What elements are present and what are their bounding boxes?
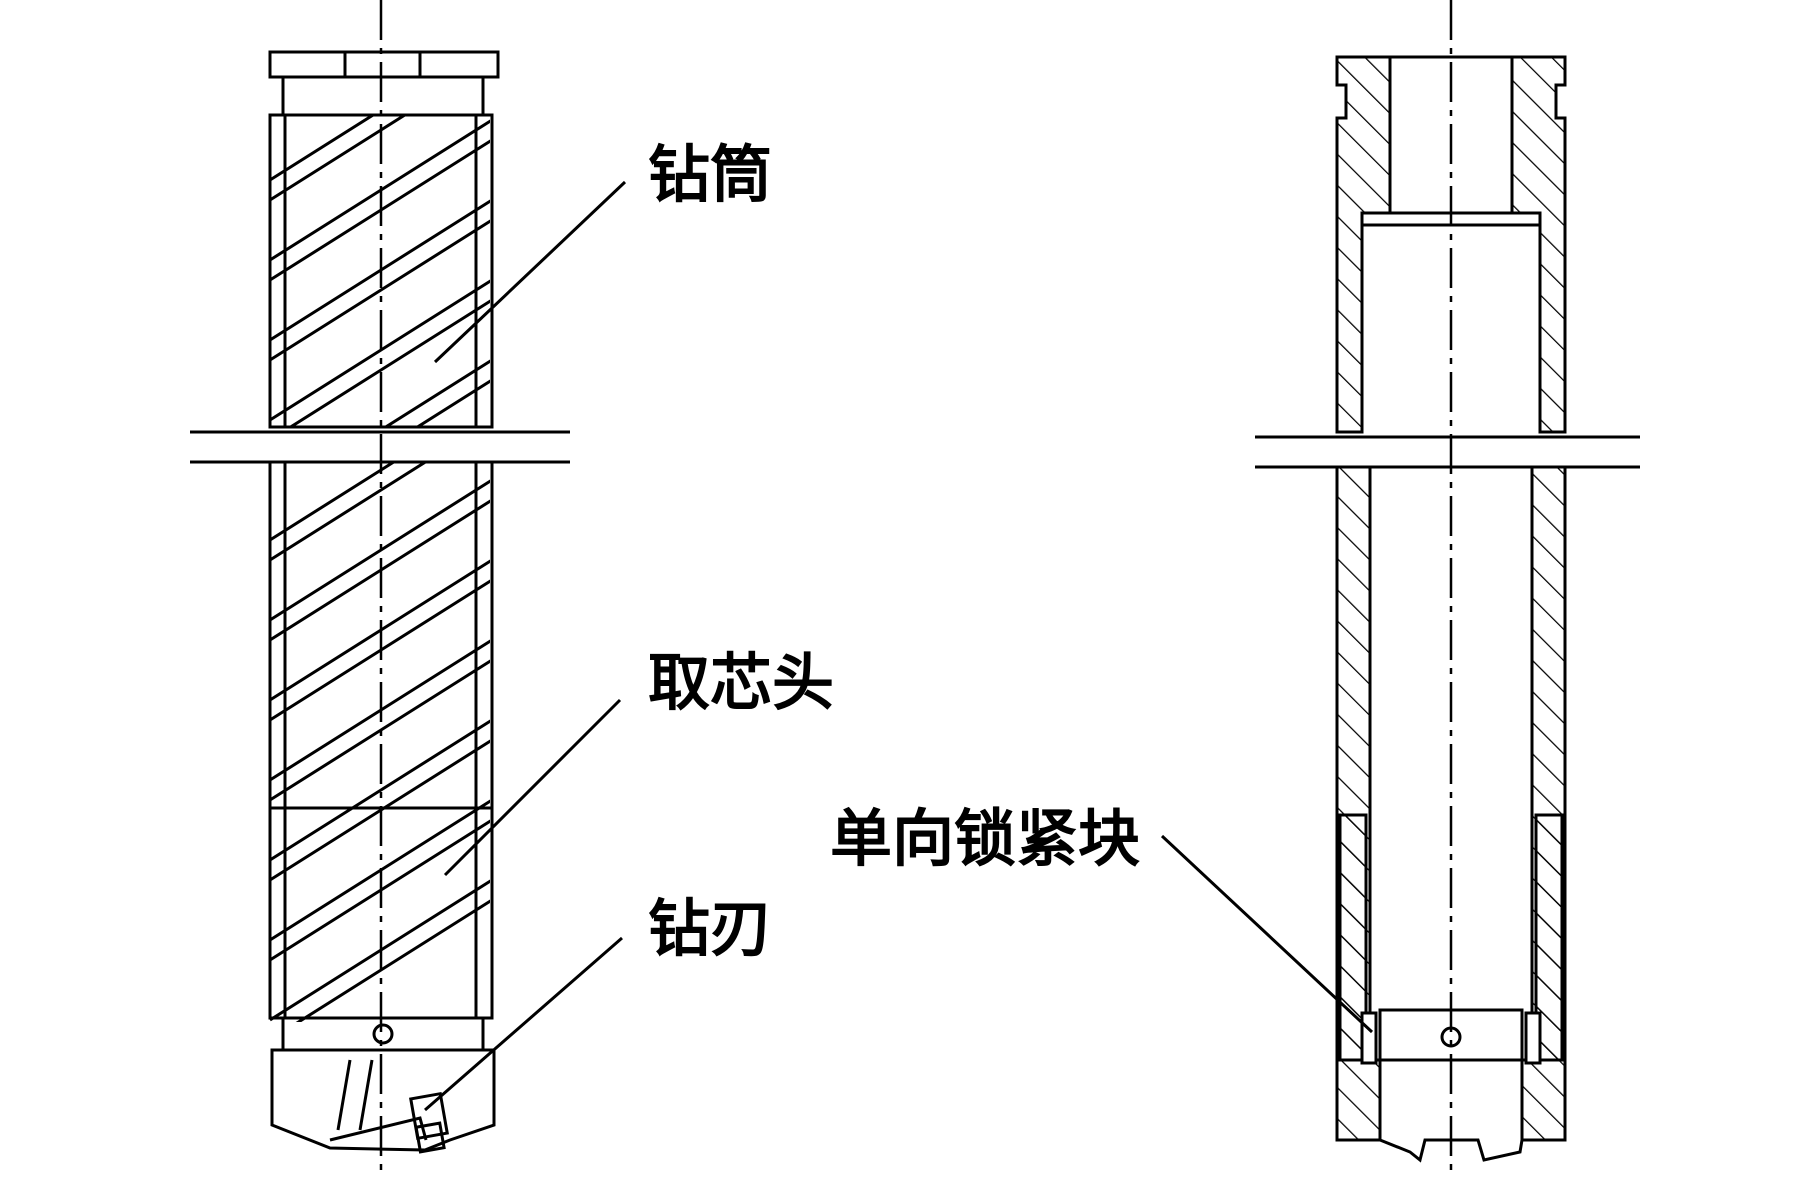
drill-bit-head <box>270 1048 496 1152</box>
section-wall-upper-right <box>1510 55 1567 434</box>
right-section-view <box>1255 55 1640 1163</box>
top-collar <box>281 75 485 117</box>
leader-drill-barrel <box>433 180 627 364</box>
left-external-view <box>190 50 570 1154</box>
leader-lines <box>424 180 1374 1112</box>
lower-collar <box>281 1016 485 1052</box>
label-one-way-lock-block: 单向锁紧块 <box>830 802 1140 875</box>
leader-lock-block <box>1160 834 1374 1034</box>
retaining-pin <box>372 1023 394 1045</box>
helical-flutes-upper <box>269 115 490 427</box>
label-drill-barrel: 钻筒 <box>648 138 772 211</box>
label-drill-bit: 钻刃 <box>648 892 772 965</box>
leader-drill-bit <box>424 936 623 1112</box>
cutter-groove <box>336 1059 374 1131</box>
drill-bit-cutter <box>409 1091 449 1141</box>
label-coring-head: 取芯头 <box>648 646 834 719</box>
section-wall-upper-left <box>1335 55 1392 434</box>
lock-block-left <box>1338 813 1368 1062</box>
leader-coring-head <box>443 698 622 877</box>
top-cap <box>268 50 500 79</box>
